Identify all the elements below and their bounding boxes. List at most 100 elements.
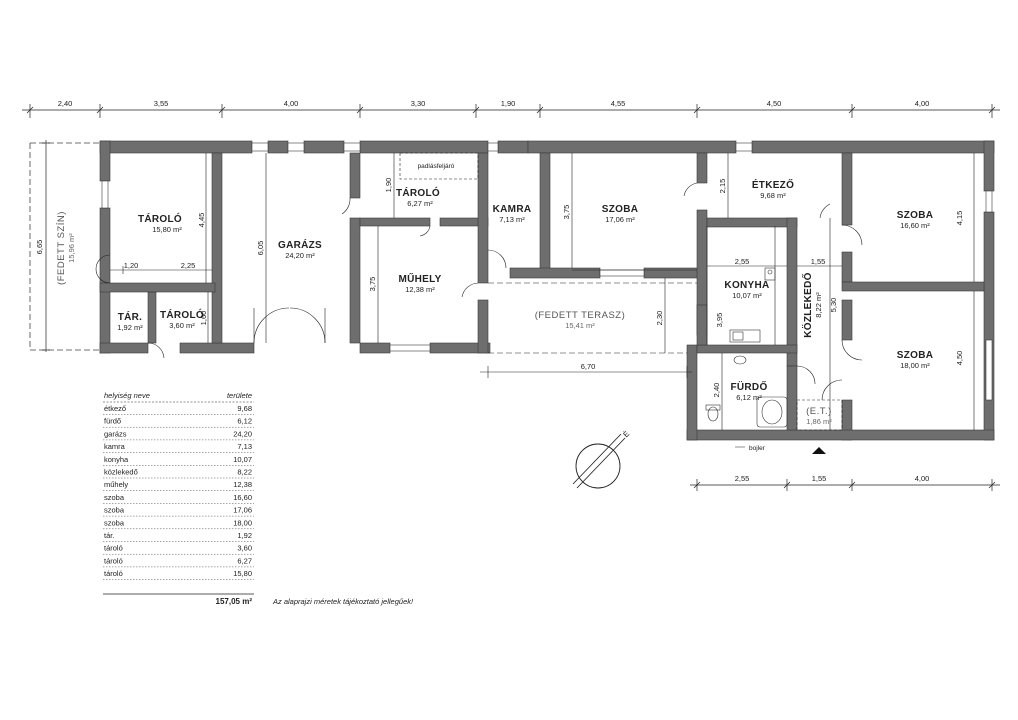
table-cell-name: konyha — [104, 455, 129, 464]
table-cell-area: 6,27 — [237, 556, 252, 565]
dim-top-5: 1,90 — [501, 99, 516, 108]
room-name-garazs: GARÁZS — [278, 238, 322, 251]
table-cell-area: 1,92 — [237, 531, 252, 540]
walls — [99, 140, 995, 441]
table-cell-area: 3,60 — [237, 544, 252, 553]
door-swings — [95, 182, 863, 401]
attic-hatch-label: padlásfeljáró — [418, 163, 455, 170]
room-area-szoba-2: 16,60 m² — [900, 221, 930, 230]
interior-dimension-labels: 4,45 1,20 2,25 1,60 6,05 1,90 3,75 3,75 … — [124, 178, 964, 398]
room-area-kamra: 7,13 m² — [499, 215, 525, 224]
room-area-fedett-terasz: 15,41 m² — [565, 321, 595, 330]
room-name-kamra: KAMRA — [493, 204, 532, 215]
room-area-fedett-szin: 15,96 m² — [67, 233, 76, 263]
room-area-garazs: 24,20 m² — [285, 251, 315, 260]
bottom-dimension-chain — [690, 479, 1000, 491]
room-name-taroló-big: TÁROLÓ — [138, 212, 182, 225]
room-area-taroló-mid: 6,27 m² — [407, 199, 433, 208]
dim-375-b: 3,75 — [562, 205, 571, 220]
table-row: szoba 18,00 — [103, 518, 254, 529]
dim-375-a: 3,75 — [368, 277, 377, 292]
room-area-tar: 1,92 m² — [117, 323, 143, 332]
dim-bottom-2: 1,55 — [812, 474, 827, 483]
table-cell-area: 16,60 — [233, 493, 252, 502]
room-name-taroló-mid: TÁROLÓ — [396, 186, 440, 199]
room-name-konyha: KONYHA — [724, 280, 769, 291]
room-area-furdo: 6,12 m² — [736, 393, 762, 402]
room-name-etkezo: ÉTKEZŐ — [752, 178, 794, 191]
table-cell-area: 6,12 — [237, 417, 252, 426]
room-name-fedett-terasz: (FEDETT TERASZ) — [535, 310, 626, 321]
table-cell-name: tároló — [104, 556, 123, 565]
room-name-muhely: MŰHELY — [398, 272, 441, 285]
dim-215: 2,15 — [718, 179, 727, 194]
table-row: szoba 16,60 — [103, 493, 254, 504]
table-row: tár. 1,92 — [103, 531, 254, 542]
table-row: szoba 17,06 — [103, 506, 254, 517]
top-dimension-labels: 2,40 3,55 4,00 3,30 1,90 4,55 4,50 4,00 — [58, 99, 930, 108]
room-area-kozlekedo: 8,22 m² — [814, 292, 823, 318]
room-area-muhely: 12,38 m² — [405, 285, 435, 294]
room-area-szoba-1: 17,06 m² — [605, 215, 635, 224]
table-header-area: területe — [227, 391, 252, 400]
dim-155: 1,55 — [811, 257, 826, 266]
room-name-tar: TÁR. — [118, 310, 143, 323]
dim-160: 1,60 — [199, 311, 208, 326]
table-cell-name: szoba — [104, 493, 125, 502]
dim-530: 5,30 — [829, 298, 838, 313]
dim-450: 4,50 — [955, 351, 964, 366]
room-area-etkezo: 9,68 m² — [760, 191, 786, 200]
north-arrow-icon: É — [572, 429, 631, 489]
dim-190: 1,90 — [384, 178, 393, 193]
table-cell-area: 24,20 — [233, 429, 252, 438]
room-name-taroló-small: TÁROLÓ — [160, 308, 204, 321]
table-row: műhely 12,38 — [103, 480, 254, 491]
dim-445: 4,45 — [197, 213, 206, 228]
shed-height-dimension — [42, 140, 50, 352]
table-cell-name: étkező — [104, 404, 126, 413]
boiler-label: bojler — [749, 445, 766, 452]
dim-bottom-1: 2,55 — [735, 474, 750, 483]
dim-top-3: 4,00 — [284, 99, 299, 108]
top-dimension-chain — [22, 104, 1000, 118]
table-cell-area: 18,00 — [233, 518, 252, 527]
room-area-taroló-small: 3,60 m² — [169, 321, 195, 330]
dim-top-1: 2,40 — [58, 99, 73, 108]
table-cell-name: szoba — [104, 518, 125, 527]
covered-shed-outline — [29, 142, 100, 351]
table-cell-area: 17,06 — [233, 506, 252, 515]
north-label: É — [621, 429, 631, 439]
room-labels: TÁROLÓ 15,80 m² GARÁZS 24,20 m² TÁROLÓ 6… — [117, 178, 933, 426]
table-cell-name: műhely — [104, 480, 128, 489]
table-row: konyha 10,07 — [103, 455, 254, 466]
dim-415: 4,15 — [955, 211, 964, 226]
table-cell-area: 7,13 — [237, 442, 252, 451]
dim-top-2: 3,55 — [154, 99, 169, 108]
dim-395: 3,95 — [715, 313, 724, 328]
table-cell-area: 12,38 — [233, 480, 252, 489]
room-area-taroló-big: 15,80 m² — [152, 225, 182, 234]
table-row: tároló 3,60 — [103, 544, 254, 555]
room-name-fedett-szin: (FEDETT SZÍN) — [56, 211, 67, 285]
table-cell-name: tároló — [104, 544, 123, 553]
table-cell-area: 9,68 — [237, 404, 252, 413]
table-cell-name: tároló — [104, 569, 123, 578]
table-row: étkező 9,68 — [103, 404, 254, 415]
table-cell-name: szoba — [104, 506, 125, 515]
dim-230: 2,30 — [655, 311, 664, 326]
dim-top-4: 3,30 — [411, 99, 426, 108]
table-cell-name: tár. — [104, 531, 114, 540]
dim-top-8: 4,00 — [915, 99, 930, 108]
table-cell-name: közlekedő — [104, 468, 138, 477]
room-name-furdo: FÜRDŐ — [730, 380, 767, 393]
room-name-szoba-1: SZOBA — [602, 204, 639, 215]
dim-120: 1,20 — [124, 261, 139, 270]
room-area-szoba-3: 18,00 m² — [900, 361, 930, 370]
table-cell-area: 10,07 — [233, 455, 252, 464]
